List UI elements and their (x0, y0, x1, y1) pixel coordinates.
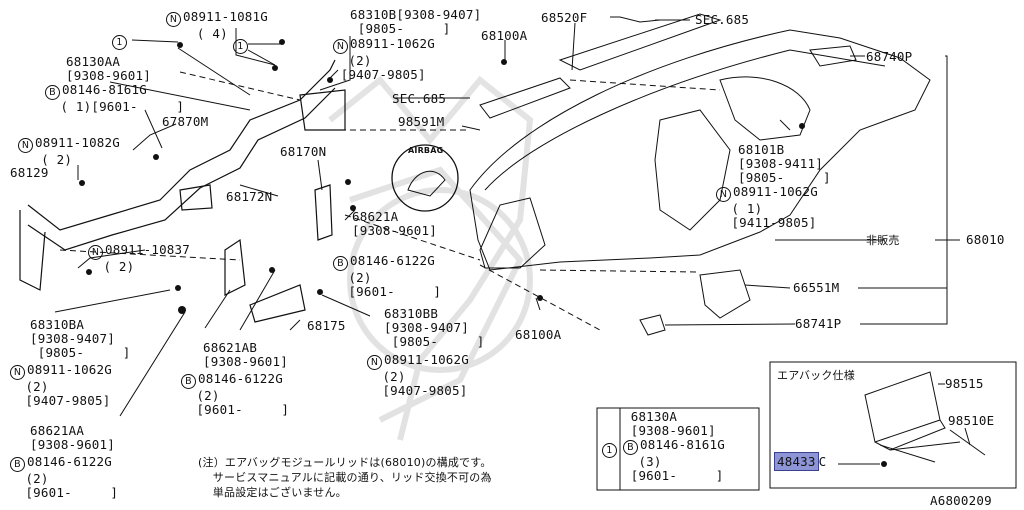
highlighted-part-number[interactable]: 48433 (774, 452, 819, 471)
callout-98510e: 98510E (948, 413, 995, 428)
callout-68100a-bottom: 68100A (515, 327, 562, 342)
callout-98591m: 98591M (398, 114, 445, 129)
not-for-sale-label: 非販売 (866, 234, 900, 247)
callout-68170n: 68170N (280, 144, 327, 159)
callout-68310b: 68310B[9308-9407] [9805- ] (350, 7, 482, 36)
service-note: (注）エアバッグモジュールリッドは(68010)の構成です。 サービスマニュアル… (198, 456, 492, 499)
callout-98515: 98515 (945, 376, 984, 391)
callout-68130aa: 68130AA [9308-9601] (66, 54, 151, 83)
airbag-emblem (391, 144, 459, 212)
callout-bolt-1: 1 (112, 33, 129, 50)
callout-68740p: 68740P (866, 49, 913, 64)
dashboard-panel (469, 13, 931, 336)
callout-66551m: 66551M (793, 280, 840, 295)
airbag-badge-text: AIRBAG (408, 146, 444, 155)
callout-68175: 68175 (307, 318, 346, 333)
callout-68172n: 68172N (226, 189, 273, 204)
inset-airbag-module (864, 371, 986, 463)
callout-68741p: 68741P (795, 316, 842, 331)
leader-lines (54, 16, 971, 465)
callout-68129: 68129 (10, 165, 49, 180)
legend-box-frame (596, 407, 760, 491)
callout-sec685-mid: SEC.685 (392, 91, 447, 106)
callout-68310ba: 68310BA [9308-9407] [9805- ] (30, 317, 131, 360)
watermark-emblem (328, 75, 534, 441)
callout-68310bb: 68310BB [9308-9407] [9805- ] (384, 306, 485, 349)
callout-68101b: 68101B [9308-9411] [9805- ] (738, 142, 831, 185)
callout-sec685-top: SEC.685 (695, 12, 750, 27)
callout-68010: 68010 (966, 232, 1005, 247)
fasteners (79, 39, 887, 467)
callout-bolt-1b: 1 (233, 37, 250, 54)
legend-marker: 1 (602, 441, 619, 458)
callout-68621aa: 68621AA [9308-9601] (30, 423, 115, 452)
inset-frame (769, 361, 1017, 489)
reinforcement-frame (19, 59, 346, 323)
callout-68100a-top: 68100A (481, 28, 528, 43)
callout-67870m: 67870M (162, 114, 209, 129)
inset-title: エアバック仕様 (777, 369, 855, 382)
callout-68520f: 68520F (541, 10, 588, 25)
callout-68621a: 68621A [9308-9601] (352, 209, 437, 238)
diagram-id: A6800209 (930, 493, 992, 508)
callout-68621ab: 68621AB [9308-9601] (203, 340, 288, 369)
